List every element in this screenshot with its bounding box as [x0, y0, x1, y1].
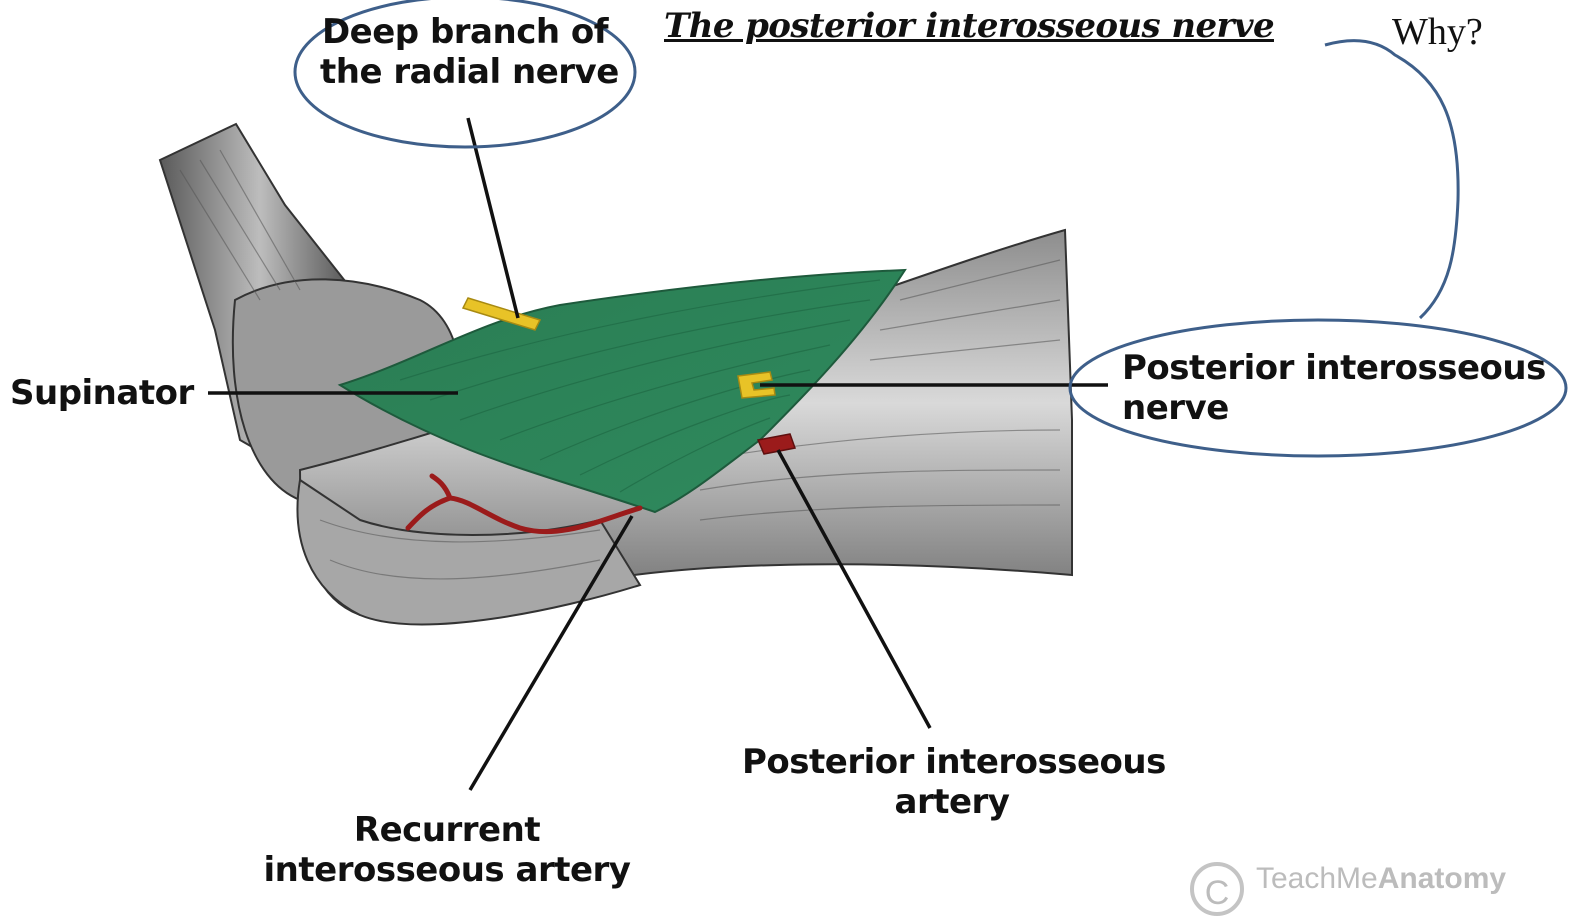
question-text: Why? — [1392, 10, 1483, 54]
connector-curve — [1325, 41, 1458, 318]
label-recurrent-interosseous-artery: Recurrent interosseous artery — [262, 810, 632, 890]
label-deep-branch: Deep branch of the radial nerve — [320, 12, 610, 92]
label-supinator: Supinator — [10, 373, 194, 413]
watermark-text-light: TeachMe — [1256, 862, 1378, 895]
label-posterior-interosseous-artery: Posterior interosseous artery — [742, 742, 1162, 822]
watermark-text-bold: Anatomy — [1378, 862, 1506, 895]
slide-title: The posterior interosseous nerve — [664, 6, 1274, 46]
label-posterior-interosseous-nerve: Posterior interosseous nerve — [1122, 348, 1546, 428]
